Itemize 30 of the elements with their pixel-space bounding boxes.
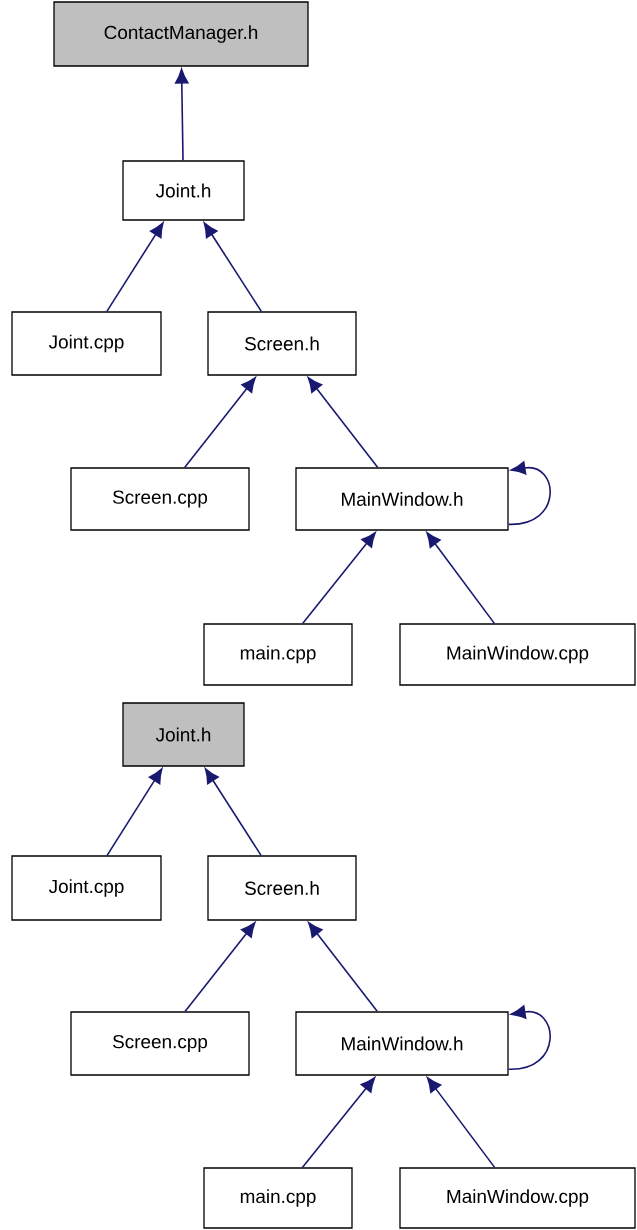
file-box: Screen.cpp	[70, 1011, 250, 1076]
arrow	[106, 768, 163, 857]
arrow	[307, 377, 379, 469]
arrow	[184, 377, 256, 469]
arrow	[203, 222, 263, 313]
arrow	[426, 1077, 496, 1169]
arrow	[204, 768, 262, 857]
file-box: Screen.h	[207, 311, 357, 376]
file-box: Screen.h	[207, 855, 357, 921]
file-box: Joint.cpp	[11, 855, 162, 921]
arrow	[308, 922, 378, 1013]
file-box: Joint.h	[122, 160, 245, 221]
file-box: MainWindow.h	[295, 467, 509, 531]
highlighted-file-box: Joint.h	[122, 702, 245, 767]
self-loop-arrow	[507, 461, 551, 526]
file-box: MainWindow.h	[295, 1011, 509, 1076]
file-box: MainWindow.cpp	[399, 623, 636, 686]
file-box: MainWindow.cpp	[399, 1167, 636, 1229]
file-box: main.cpp	[203, 623, 353, 686]
arrow	[175, 68, 189, 162]
arrow	[106, 222, 164, 313]
arrow	[426, 532, 496, 625]
highlighted-file-box: ContactManager.h	[53, 1, 309, 67]
file-box: Joint.cpp	[11, 311, 162, 376]
file-box: main.cpp	[203, 1167, 353, 1229]
arrow	[302, 532, 376, 625]
file-box: Screen.cpp	[70, 467, 250, 531]
self-loop-arrow	[507, 1005, 551, 1071]
arrow	[184, 922, 256, 1013]
arrow	[301, 1077, 376, 1169]
